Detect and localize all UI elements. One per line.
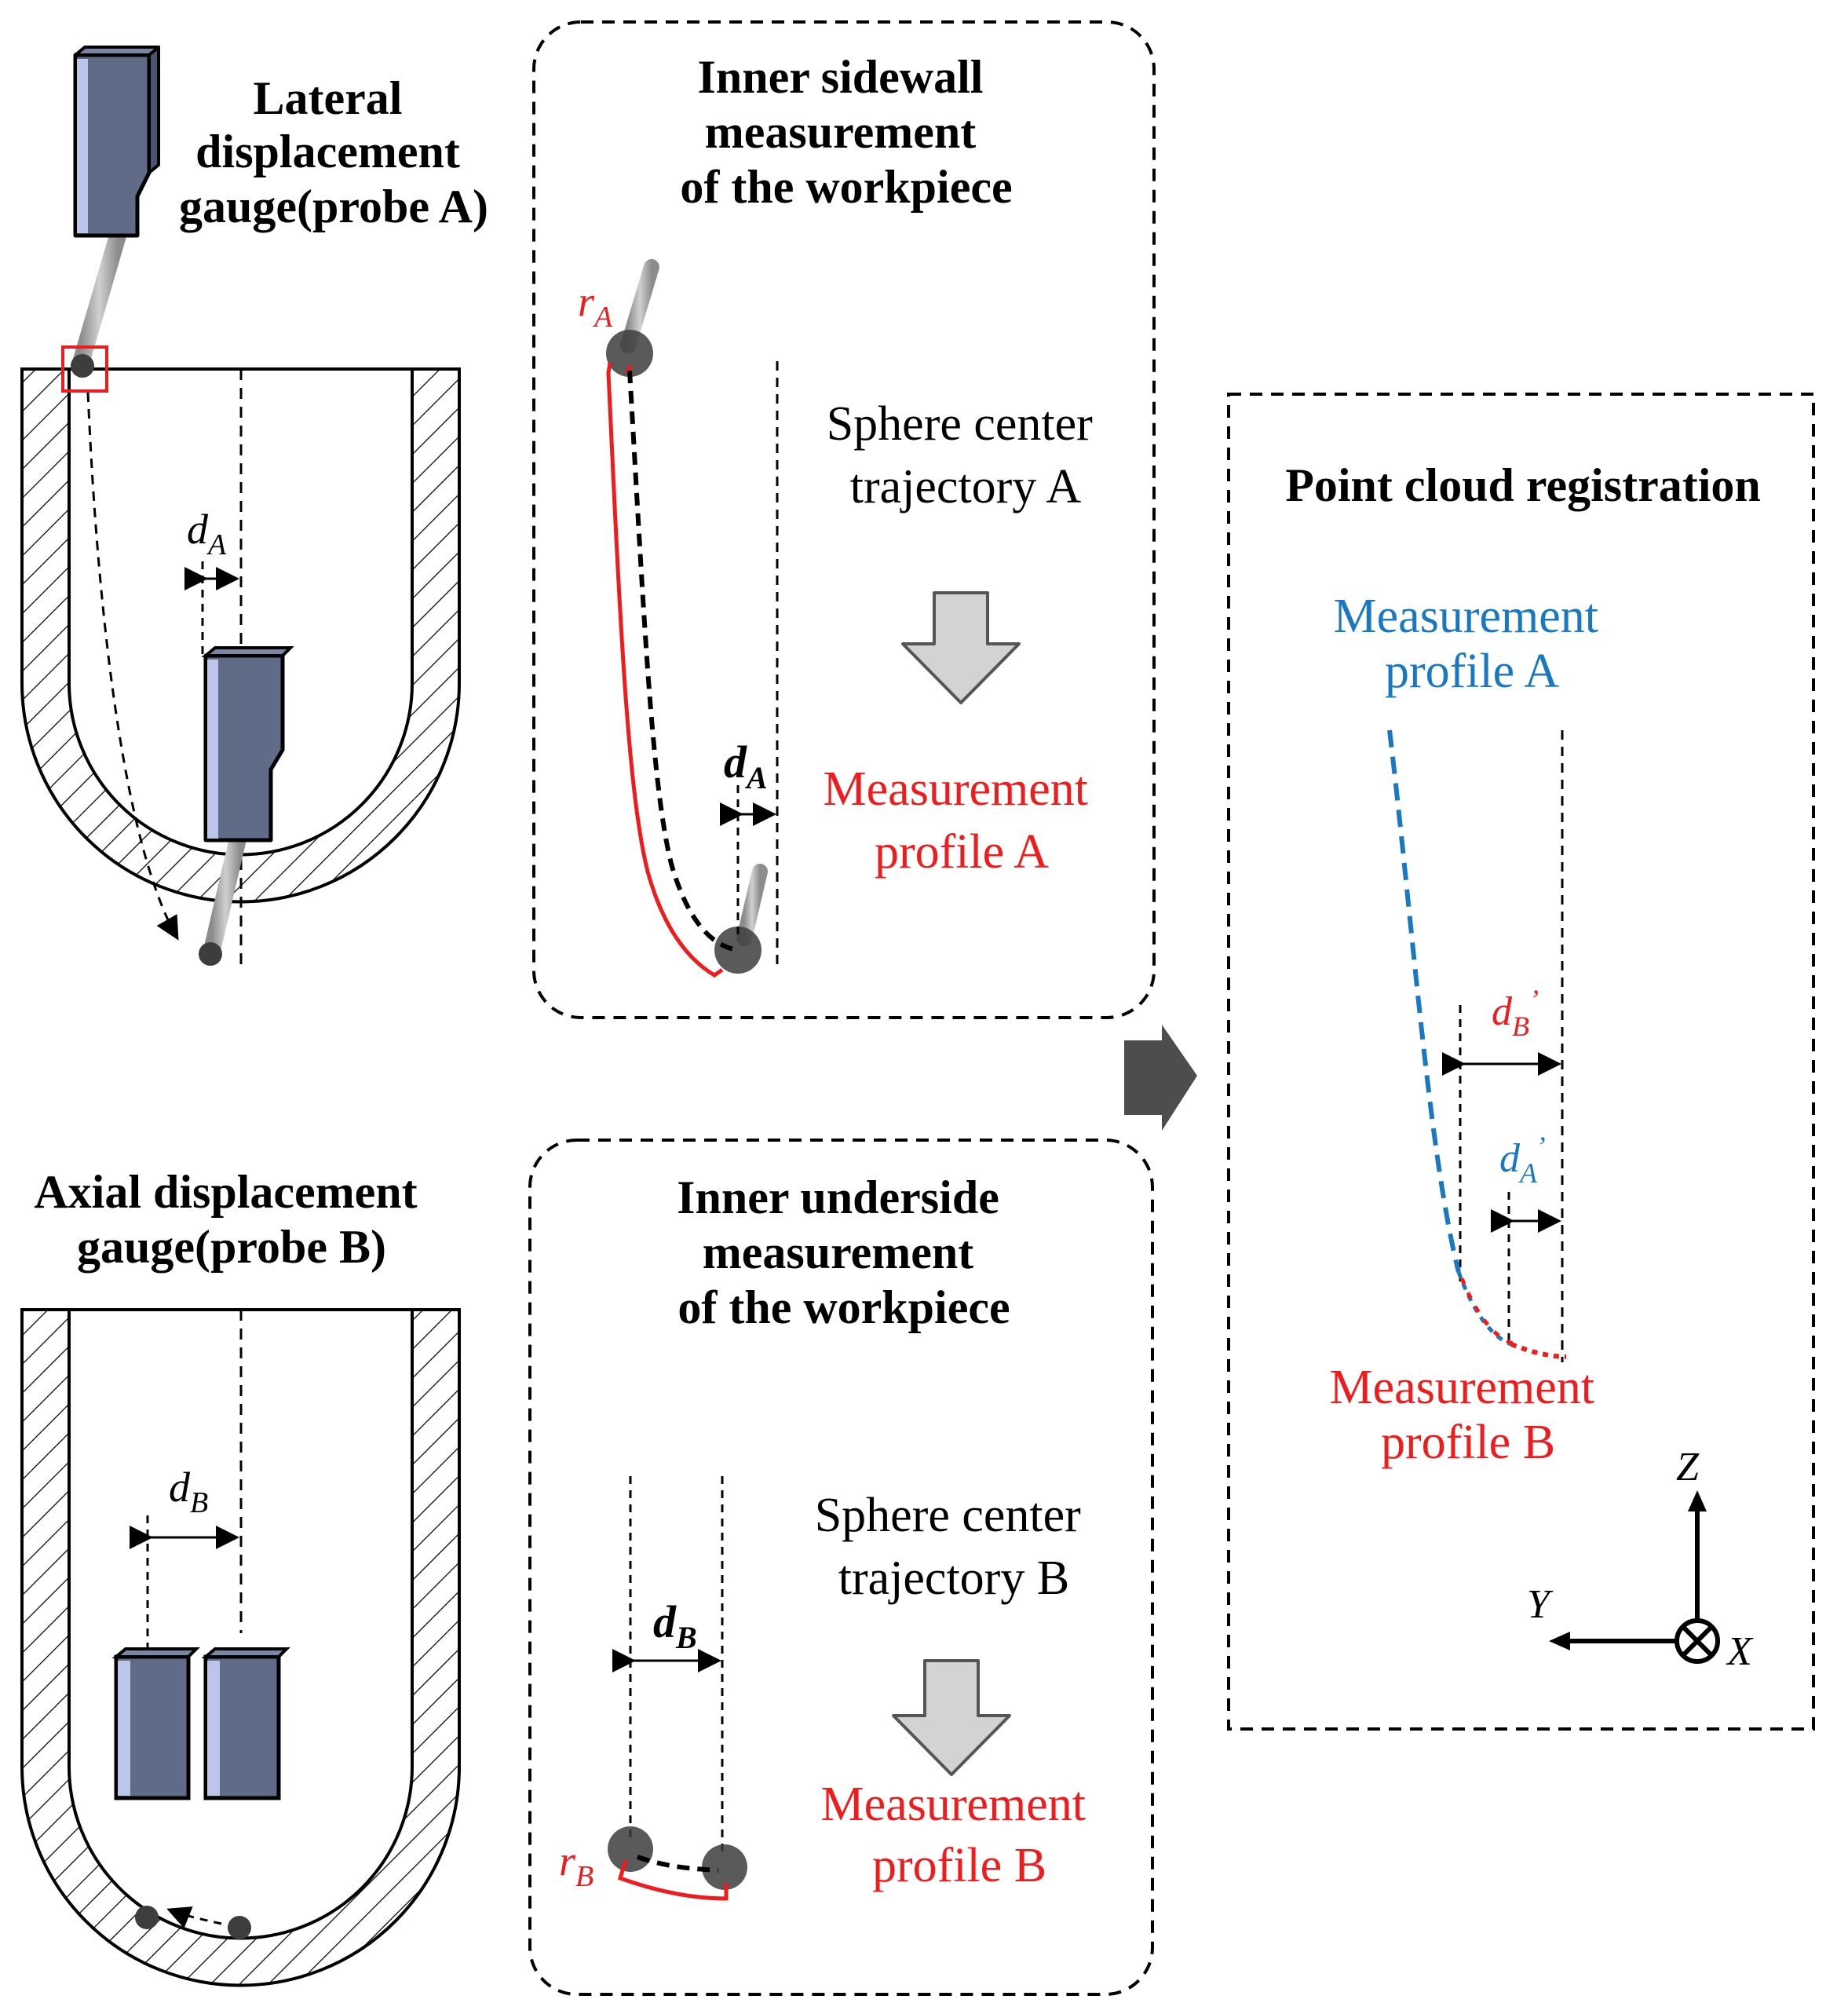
probe-b-path-arrow [166, 1906, 222, 1928]
axis-x-label: X [1726, 1629, 1754, 1674]
da-prime-symbol: dA’ [1499, 1131, 1546, 1189]
profile-b-label-mid: Measurement profile B [821, 1778, 1098, 1892]
down-arrow-b [892, 1659, 1011, 1776]
sidewall-panel-title: Inner sidewall measurement of the workpi… [680, 51, 1012, 213]
axis-z-label: Z [1676, 1445, 1700, 1489]
profile-b-label-right: Measurement profile B [1330, 1361, 1607, 1469]
profile-a-label-right: Measurement profile A [1334, 590, 1611, 698]
down-arrow-a [901, 591, 1021, 704]
registration-sketch [1387, 729, 1567, 1362]
probe-b-left [111, 1647, 200, 1929]
da-symbol-top: dA [187, 506, 227, 561]
underside-panel [528, 1139, 1154, 1996]
dim-db-bottom-left [130, 1515, 239, 1665]
da-symbol-mid: dA [724, 737, 768, 795]
db-symbol-left: dB [169, 1464, 208, 1519]
sidewall-measurement-sketch [606, 259, 779, 978]
probe-a-path-arrow [86, 392, 179, 941]
sidewall-panel [532, 20, 1156, 1019]
registration-title: Point cloud registration [1285, 459, 1761, 511]
flow-arrow [1124, 1025, 1197, 1131]
probe-a-body-top [72, 46, 160, 371]
axis-y-label: Y [1527, 1582, 1554, 1627]
workpiece-top [20, 367, 461, 966]
registration-panel [1227, 393, 1815, 1731]
probe-a-sphere-top [61, 345, 108, 393]
profile-a-label-mid: Measurement profile A [824, 762, 1101, 879]
probe-b-title: Axial displacement gauge(probe B) [34, 1166, 429, 1273]
dim-da-top [184, 561, 239, 656]
ra-symbol: rA [578, 278, 613, 334]
probe-a-body-bottom [199, 646, 294, 966]
rb-symbol: rB [559, 1837, 593, 1893]
axes-triad [1549, 1490, 1720, 1664]
db-symbol-mid: dB [653, 1596, 697, 1655]
db-prime-symbol: dB’ [1492, 984, 1539, 1042]
trajectory-b-label: Sphere center trajectory B [815, 1489, 1094, 1605]
probe-b-right [201, 1647, 290, 1939]
probe-a-title: Lateral displacement gauge(probe A) [179, 72, 488, 232]
underside-measurement-sketch [608, 1476, 747, 1901]
underside-panel-title: Inner underside measurement of the workp… [677, 1171, 1011, 1333]
trajectory-a-label: Sphere center trajectory A [827, 397, 1105, 514]
